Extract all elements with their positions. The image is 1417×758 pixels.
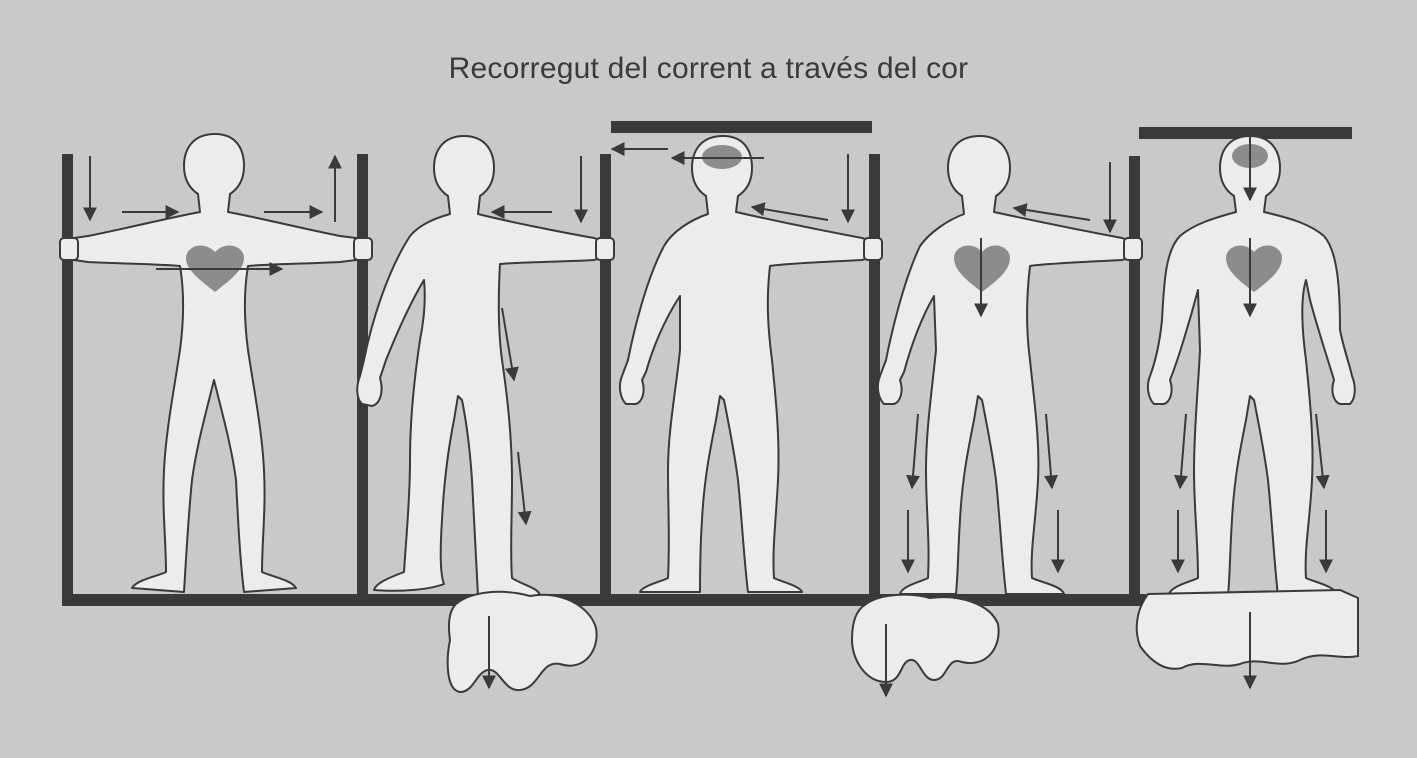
panel-head-to-hand — [604, 121, 1146, 606]
heart-icon — [1226, 245, 1282, 292]
ground-patch — [1135, 588, 1359, 670]
diagram-title: Recorregut del corrent a través del cor — [448, 52, 969, 85]
human-figure — [876, 135, 1131, 595]
panel-hand-to-feet — [850, 135, 1143, 698]
panel-hand-to-foot — [356, 135, 615, 694]
human-figure — [356, 135, 603, 597]
human-figure — [618, 135, 871, 593]
human-figure — [67, 133, 363, 593]
human-figure — [1146, 135, 1356, 597]
ground-patch — [850, 593, 1000, 684]
panel-hand-to-hand — [59, 133, 607, 606]
panel-head-to-feet — [1135, 127, 1359, 690]
ground-patch — [446, 590, 598, 694]
